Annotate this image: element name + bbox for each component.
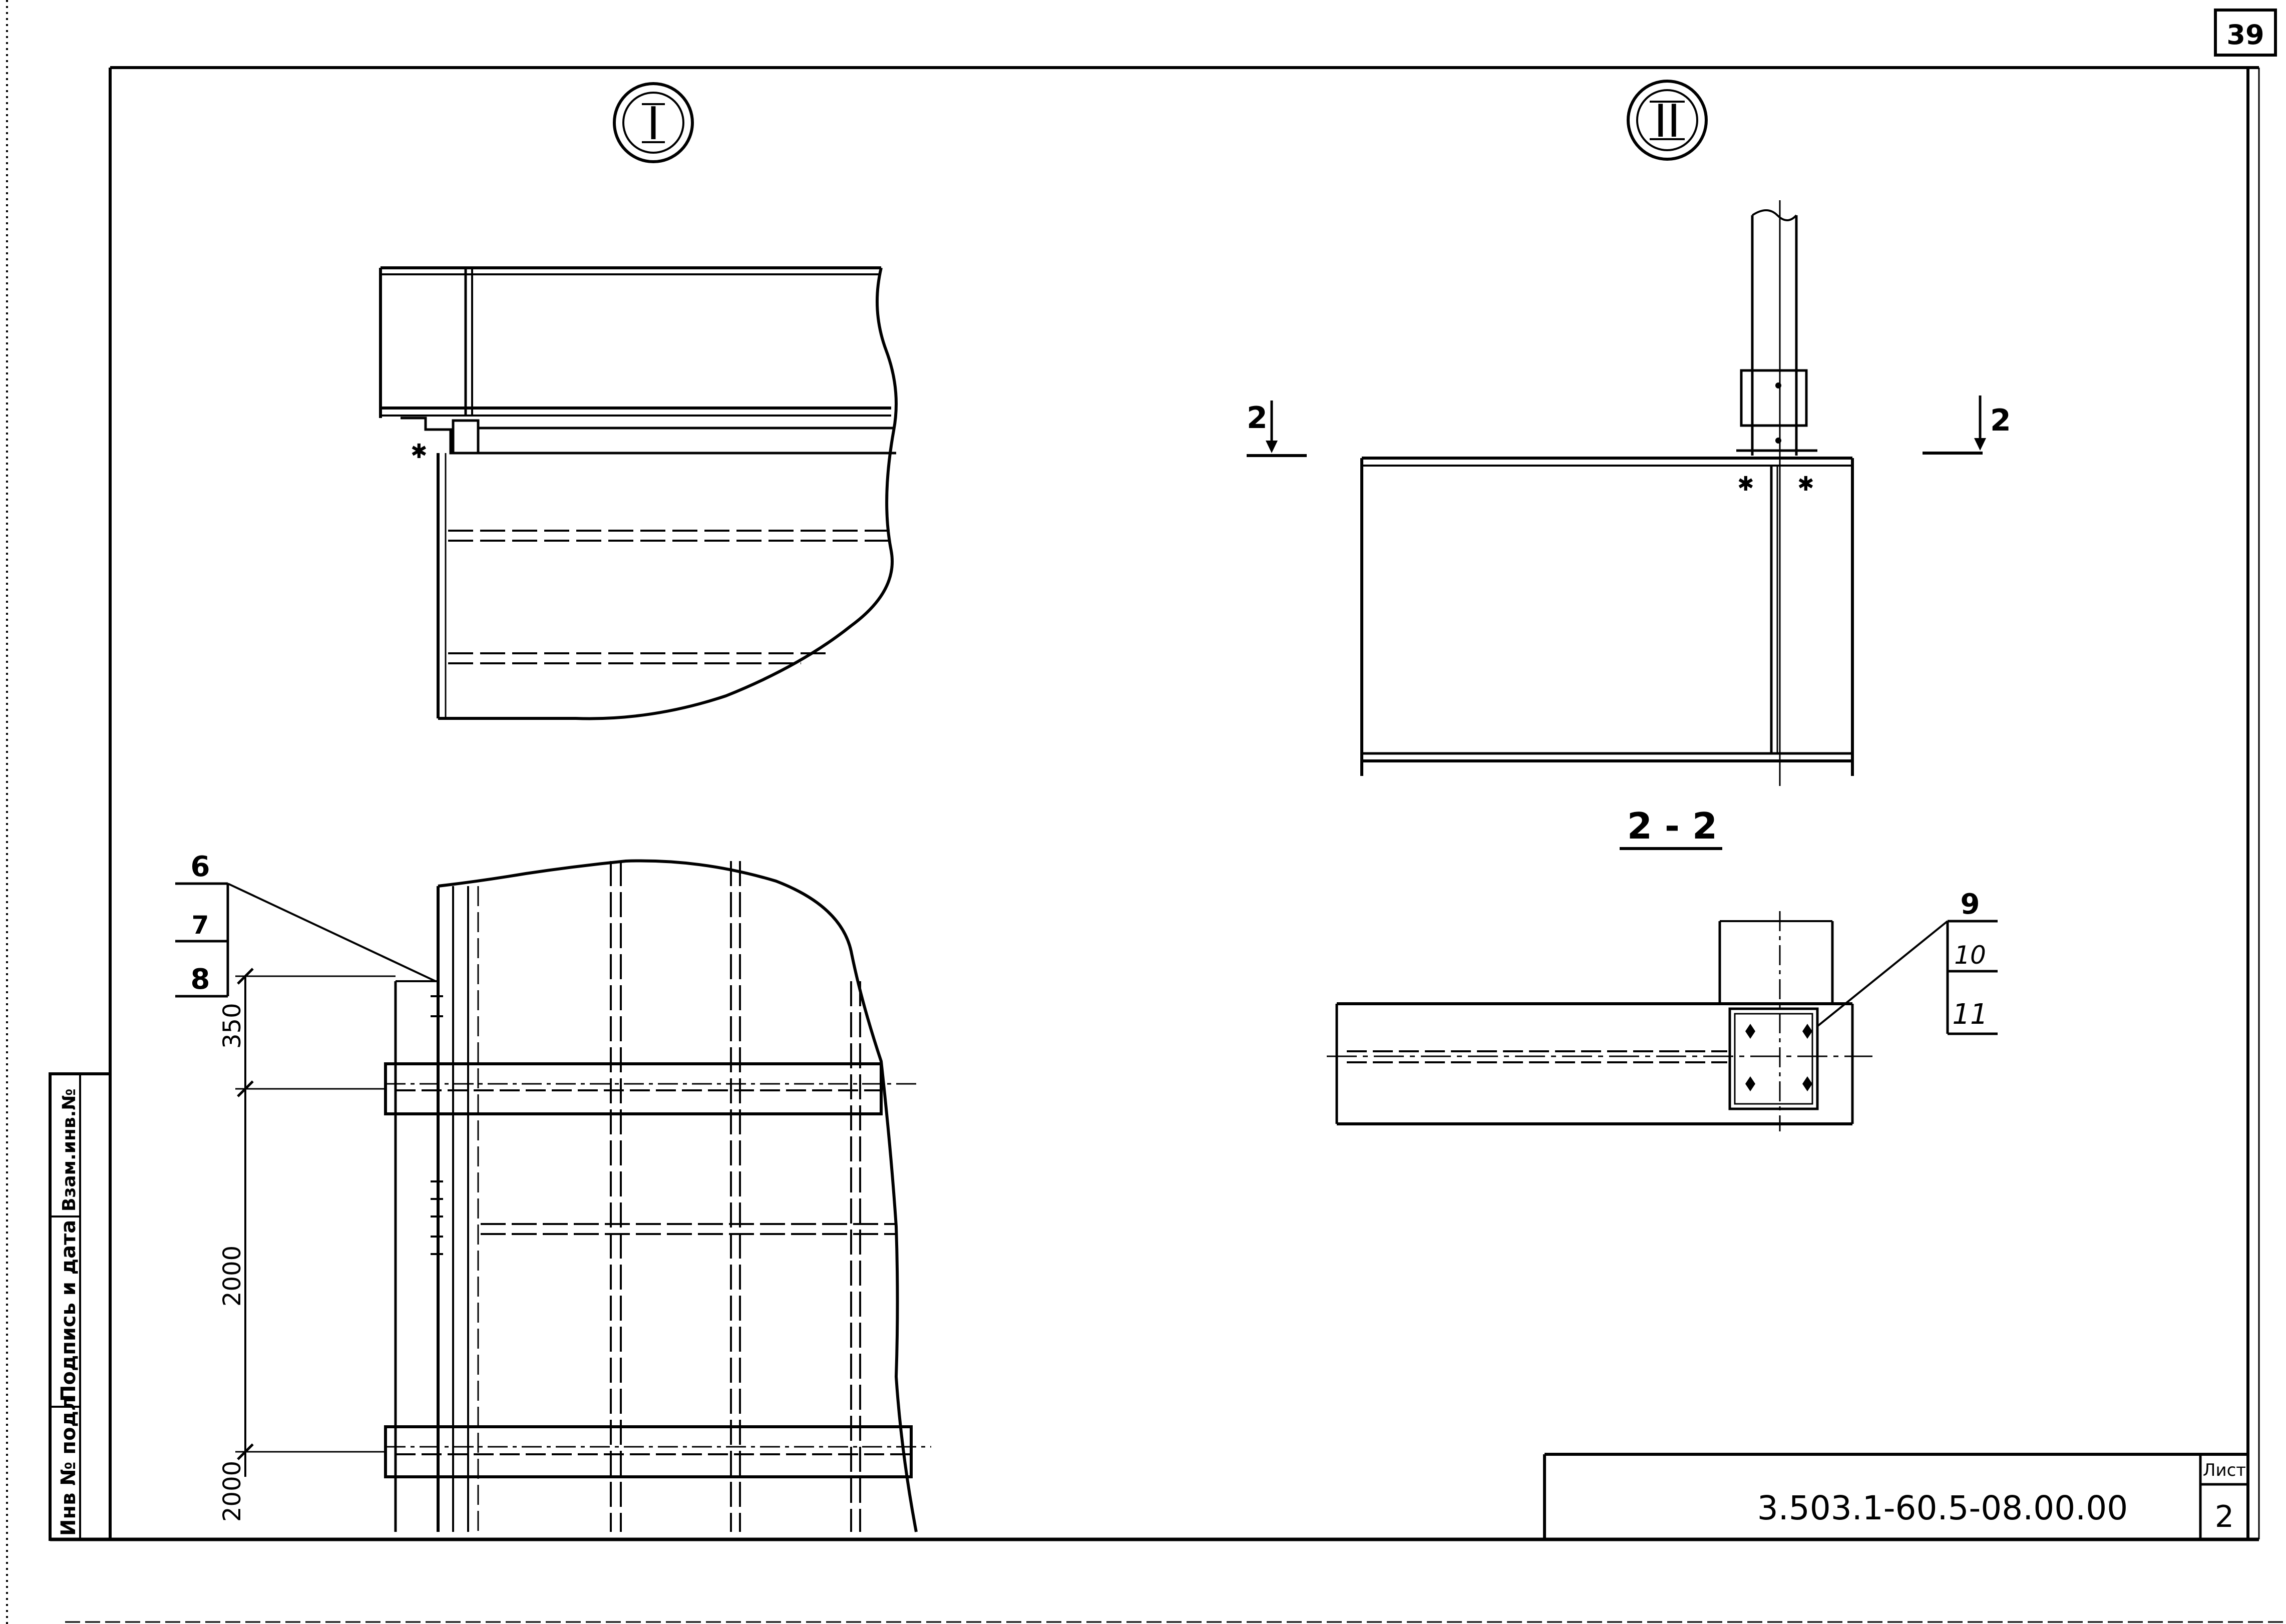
document-code: 3.503.1-60.5-08.00.00 — [1757, 1489, 2128, 1527]
dimension-2000-upper: 2000 — [218, 1246, 246, 1307]
svg-text:✱: ✱ — [1797, 473, 1814, 496]
callout-left: 6 7 8 — [175, 851, 436, 998]
view-marker-2: II — [1627, 80, 1708, 161]
cut-right-number: 2 — [1990, 403, 2011, 438]
title-block: 3.503.1-60.5-08.00.00 Лист 2 — [1543, 1453, 2248, 1539]
side-stamp: Инв № подл Подпись и дата Взам.инв.№ — [49, 1072, 112, 1541]
callout-9: 9 — [1961, 888, 1980, 921]
callout-8: 8 — [191, 963, 210, 996]
drawing-frame — [50, 66, 2286, 1623]
section-2-2: 2 - 2 — [1327, 805, 1872, 1131]
sheet-label: Лист — [2203, 1460, 2246, 1480]
cut-left-number: 2 — [1247, 400, 1268, 436]
callout-right: 9 10 11 — [1816, 888, 1998, 1035]
page-number: 39 — [2226, 19, 2264, 51]
svg-text:✱: ✱ — [411, 440, 428, 463]
view-marker-1: I — [613, 82, 694, 163]
view-2-detail: ✱ ✱ 2 2 — [1247, 200, 2011, 786]
section-label: 2 - 2 — [1627, 805, 1717, 847]
svg-text:✱: ✱ — [1737, 473, 1754, 496]
stamp-signature-date: Подпись и дата — [57, 1220, 80, 1402]
stamp-replacement-inv: Взам.инв.№ — [59, 1088, 80, 1211]
elevation-view: 350 2000 2000 — [218, 859, 931, 1532]
stamp-inv-no: Инв № подл — [57, 1396, 80, 1536]
view-1-detail: ✱ — [379, 266, 898, 720]
sheet-number: 2 — [2215, 1499, 2234, 1534]
callout-10: 10 — [1954, 941, 1986, 970]
dimension-2000-lower: 2000 — [218, 1461, 246, 1522]
page-number-box: 39 — [2214, 9, 2277, 57]
callout-7: 7 — [192, 911, 209, 940]
dimension-350: 350 — [218, 1003, 246, 1049]
callout-6: 6 — [191, 851, 210, 883]
callout-11: 11 — [1952, 998, 1988, 1031]
